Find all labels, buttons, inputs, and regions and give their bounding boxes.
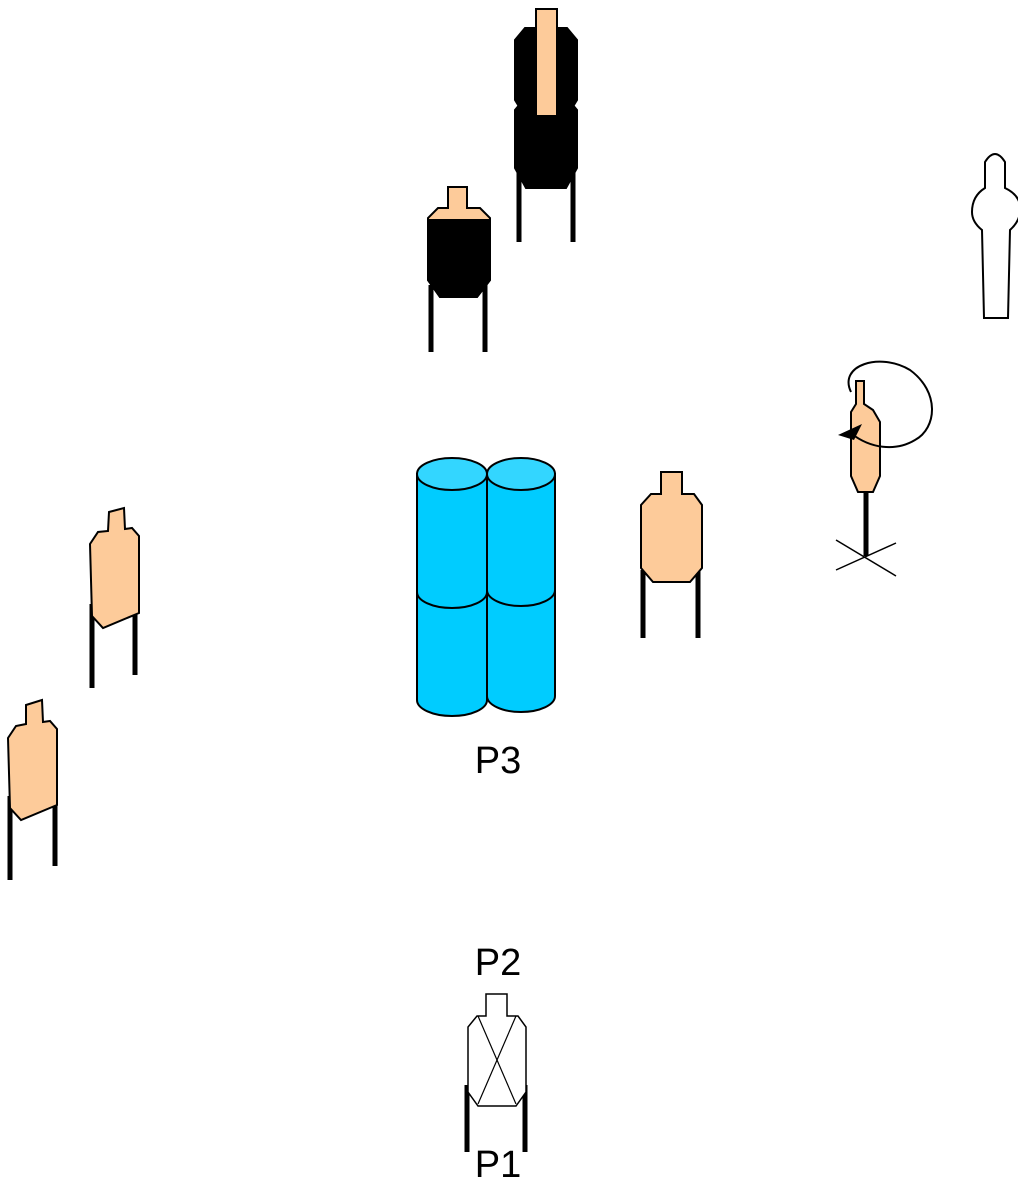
paper-target-icon: [464, 993, 528, 1152]
position-label-p3: P3: [475, 740, 521, 782]
barrel-icon: [416, 457, 556, 717]
position-label-p1: P1: [475, 1144, 521, 1182]
popper-target-icon: [970, 153, 1018, 319]
paper-target-icon: [640, 471, 703, 638]
rotation-arrow-icon: [838, 360, 933, 449]
no-shoot-target-icon: [514, 8, 578, 242]
position-label-p2: P2: [475, 942, 521, 984]
no-shoot-target-icon: [427, 186, 491, 352]
paper-target-icon: [88, 506, 140, 688]
paper-target-icon: [6, 698, 58, 880]
swinger-target-icon: [835, 380, 897, 577]
